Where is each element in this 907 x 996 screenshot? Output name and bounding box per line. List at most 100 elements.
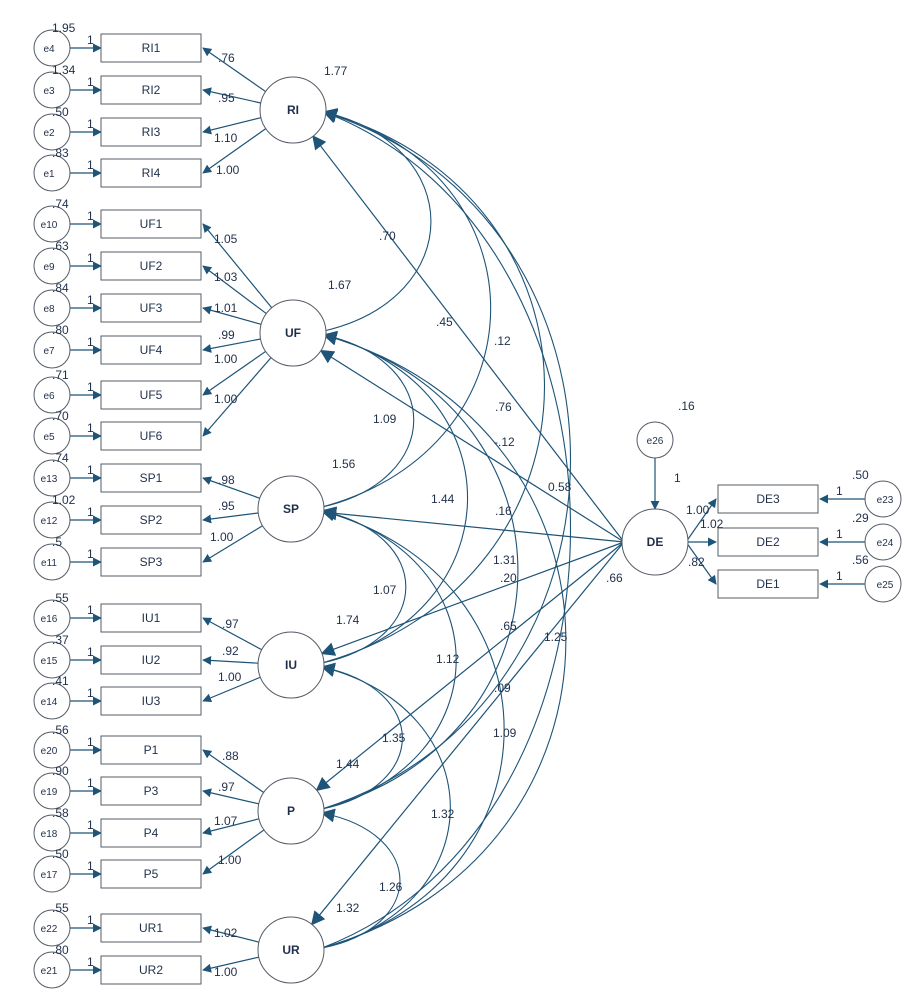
fixed-path-label: 1: [836, 569, 843, 583]
covariance-arc: [308, 108, 492, 518]
indicator-label: P4: [144, 826, 159, 840]
loading-label: 1.00: [218, 670, 242, 684]
indicator-label: UF2: [140, 259, 163, 273]
fixed-path-label: 1: [87, 380, 94, 394]
error-circle: [864, 480, 902, 518]
error-variance-label: .80: [52, 943, 69, 957]
fixed-path-label: 1: [87, 547, 94, 561]
indicator-box: [100, 335, 202, 365]
fixed-path-label: 1: [87, 293, 94, 307]
loading-path: [202, 925, 260, 943]
indicator-label: UR2: [139, 963, 163, 977]
loading-label: 1.07: [214, 814, 238, 828]
latent-label: P: [287, 804, 295, 818]
covariance-arc: [308, 330, 415, 517]
error-label: e6: [43, 391, 55, 402]
structural-path: [315, 541, 625, 792]
latent-variance-label: 1.56: [332, 457, 356, 471]
indicator-box: [100, 75, 202, 105]
covariance-arc: [307, 109, 571, 820]
covariance-label: 1.35: [382, 731, 406, 745]
error-circle: [33, 682, 71, 720]
error-label: e16: [41, 614, 58, 625]
latent-sp-circle: [257, 475, 325, 543]
indicator-box: [100, 158, 202, 188]
latent-variance-label: 1.77: [324, 64, 348, 78]
indicator-box: [100, 776, 202, 806]
indicator-box: [100, 645, 202, 675]
loading-path: [202, 350, 266, 396]
error-label: e9: [43, 262, 55, 273]
error-label: e17: [41, 870, 58, 881]
loading-label: 1.10: [214, 131, 238, 145]
structural-path-label: -.12: [494, 435, 515, 449]
error-label: e21: [41, 966, 58, 977]
fixed-path-label: 1: [87, 686, 94, 700]
latent-ur-circle: [257, 916, 325, 984]
fixed-path-label: 1: [87, 421, 94, 435]
indicator-box: [100, 209, 202, 239]
loading-path: [202, 818, 260, 836]
error-circle: [33, 641, 71, 679]
error-label: e2: [43, 128, 55, 139]
error-circle: [864, 523, 902, 561]
error-label: e11: [41, 558, 57, 569]
error-variance-label: .50: [852, 468, 869, 482]
fixed-path-label: 1: [836, 484, 843, 498]
node-layer: [33, 29, 902, 989]
indicator-label: RI2: [142, 83, 161, 97]
loading-path: [202, 525, 263, 563]
indicator-label: RI4: [142, 166, 161, 180]
latent-label: SP: [283, 502, 299, 516]
error-circle: [864, 565, 902, 603]
error-circle: [33, 247, 71, 285]
error-circle: [33, 29, 71, 67]
covariance-label: .16: [495, 504, 512, 518]
fixed-path-label: 1: [87, 75, 94, 89]
covariance-label: 1.44: [431, 492, 455, 506]
latent-iu-circle: [257, 631, 325, 699]
loading-label: .76: [218, 51, 235, 65]
covariance-label: 1.25: [544, 630, 568, 644]
loading-label: .82: [688, 555, 705, 569]
structural-path: [312, 135, 625, 543]
disturbance-fixed-label: 1: [674, 471, 681, 485]
error-variance-label: .70: [52, 409, 69, 423]
error-label: e22: [41, 924, 58, 935]
error-circle: [33, 331, 71, 369]
error-label: e12: [41, 516, 58, 527]
indicator-label: DE1: [756, 577, 780, 591]
structural-path-label: .09: [494, 681, 511, 695]
covariance-label: 1.32: [431, 807, 455, 821]
covariance-label: 1.09: [493, 726, 517, 740]
error-variance-label: .74: [52, 451, 69, 465]
error-label: e3: [43, 86, 55, 97]
label-layer: .70.45.76.161.251.091.441.31.651.071.121…: [41, 21, 894, 979]
error-variance-label: 1.34: [52, 63, 76, 77]
indicator-label: IU3: [142, 694, 161, 708]
loading-label: .98: [218, 473, 235, 487]
error-label: e14: [41, 697, 58, 708]
error-circle: [33, 71, 71, 109]
error-variance-label: .29: [852, 511, 869, 525]
indicator-label: DE2: [756, 535, 780, 549]
error-circle: [33, 731, 71, 769]
error-variance-label: .58: [52, 806, 69, 820]
indicator-label: DE3: [756, 492, 780, 506]
error-circle: [33, 154, 71, 192]
covariance-label: .70: [379, 229, 396, 243]
structural-path-label: 0.58: [548, 480, 572, 494]
indicator-label: P5: [144, 867, 159, 881]
latent-variance-label: 1.32: [336, 901, 360, 915]
loading-label: .97: [222, 617, 239, 631]
error-circle: [33, 772, 71, 810]
fixed-path-label: 1: [87, 859, 94, 873]
covariance-arc: [307, 331, 519, 820]
loading-label: 1.00: [210, 530, 234, 544]
loading-label: 1.01: [214, 301, 238, 315]
error-circle: [33, 205, 71, 243]
error-variance-label: .5: [52, 535, 62, 549]
error-label: e23: [877, 495, 894, 506]
error-variance-label: .50: [52, 847, 69, 861]
covariance-arc: [308, 507, 457, 819]
